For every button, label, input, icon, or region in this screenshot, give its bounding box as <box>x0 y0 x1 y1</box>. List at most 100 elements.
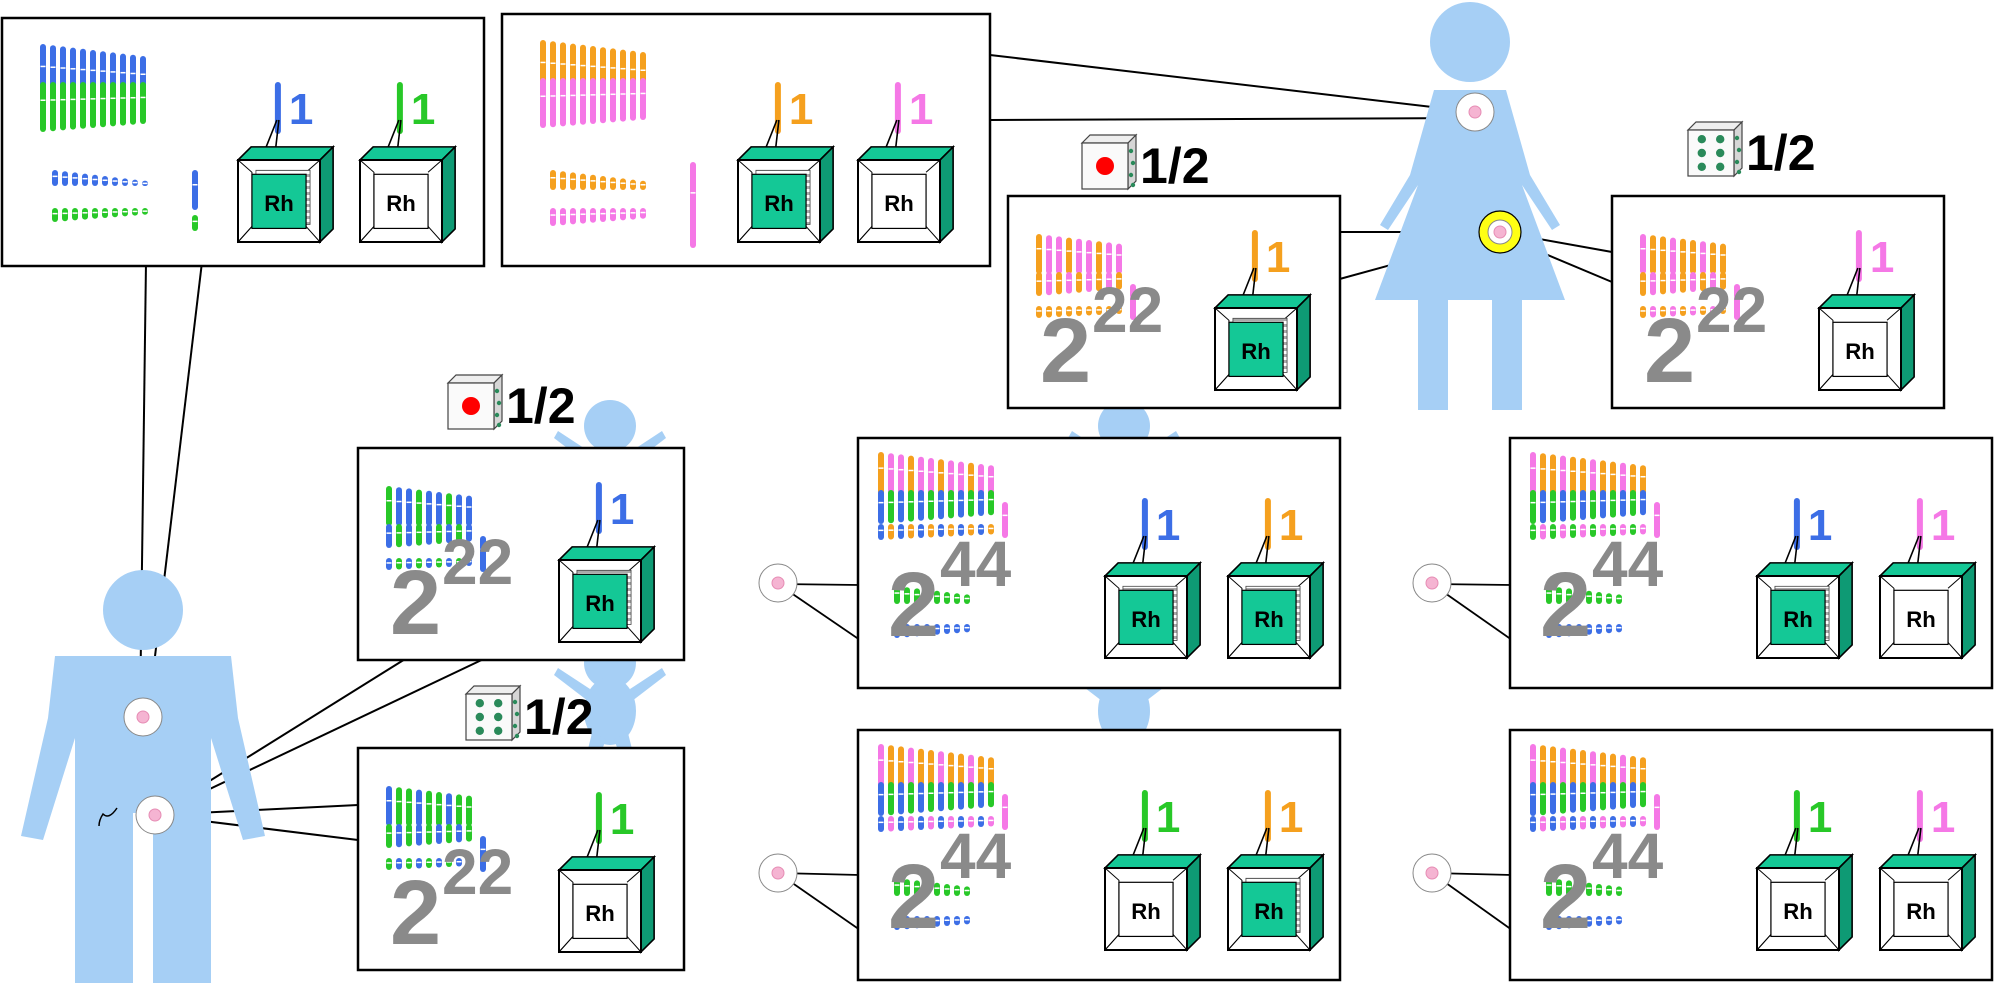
chromosome <box>1570 490 1576 521</box>
cube-inner-edge <box>1227 642 1243 659</box>
chromosome <box>968 782 974 809</box>
chromosome <box>1540 524 1546 540</box>
cube-top <box>1878 562 1978 577</box>
chromosome-centromere <box>466 860 472 863</box>
chromosome-centromere <box>988 819 994 822</box>
chromosome <box>456 824 462 843</box>
chromosome <box>1546 586 1552 604</box>
gene-block <box>1893 881 1949 938</box>
chromosome-centromere <box>110 71 116 73</box>
chromosome-count-exponent: 22 <box>442 526 513 598</box>
chromosome <box>416 524 422 546</box>
chromosome <box>908 747 914 788</box>
chromosome <box>904 624 910 638</box>
chromosome-centromere <box>918 528 924 531</box>
chromosome <box>1580 458 1586 496</box>
chromosome-centromere <box>878 793 884 796</box>
chromosome-centromere <box>1056 249 1062 252</box>
chromosome-centromere <box>1670 309 1676 312</box>
chromosome <box>1560 455 1566 496</box>
baby-arm-left <box>554 668 590 701</box>
chromosome-centromere <box>456 805 462 807</box>
chromosome-centromere <box>466 830 472 832</box>
chromosome <box>1600 816 1606 829</box>
chromosome-centromere <box>446 861 452 863</box>
chromosome-centromere <box>92 211 98 214</box>
die-pip <box>1130 182 1136 188</box>
gene-label: Rh <box>1241 339 1271 364</box>
chromosome-centromere <box>630 183 636 185</box>
chromosome-centromere <box>1590 792 1596 794</box>
child-2-cell <box>1412 563 1452 603</box>
chromosome <box>1036 234 1042 274</box>
chromosome-centromere <box>1066 309 1072 312</box>
chromosome-centromere <box>102 179 108 181</box>
chromosome-centromere <box>1640 498 1646 501</box>
chromosome <box>928 524 934 538</box>
chromosome-centromere <box>60 98 66 101</box>
chromosome-centromere <box>964 918 970 921</box>
gene-block <box>572 883 628 940</box>
chromosome-centromere <box>416 531 422 534</box>
chromosome-centromere <box>1590 472 1596 474</box>
gene-count: 1 <box>1931 501 1955 550</box>
chromosome-centromere <box>1566 628 1572 630</box>
chromosome-centromere <box>938 820 944 823</box>
chromosome-centromere <box>590 180 596 182</box>
chromosome-centromere <box>908 469 914 472</box>
die-pip <box>1130 160 1136 166</box>
chromosome <box>90 82 96 128</box>
chromosome-centromere <box>1556 593 1562 595</box>
chromosome-centromere <box>918 470 924 473</box>
chromosome-centromere <box>1670 250 1676 252</box>
chromosome <box>978 490 984 516</box>
cube-inner-edge <box>857 226 873 243</box>
chromosome-count-base: 2 <box>1540 554 1591 656</box>
chromosome <box>938 816 944 829</box>
gene-cube: Rh <box>1817 292 1917 392</box>
chromosome-centromere <box>1560 469 1566 472</box>
chromosome-centromere <box>1680 279 1686 281</box>
chromosome-centromere <box>958 791 964 794</box>
chromosome-centromere <box>958 499 964 502</box>
chromosome <box>1620 816 1626 828</box>
chromosome-centromere <box>1056 309 1062 312</box>
chromosome <box>1066 272 1072 294</box>
chromosome-centromere <box>1600 472 1606 475</box>
chromosome-centromere <box>928 792 934 794</box>
chromosome-centromere <box>1620 791 1626 793</box>
chromosome <box>908 455 914 496</box>
chromosome <box>1576 916 1582 928</box>
chromosome <box>1036 306 1042 318</box>
gene-label: Rh <box>264 191 294 216</box>
chromosome-centromere <box>1630 527 1636 530</box>
chromosome-centromere <box>1046 248 1052 251</box>
chromosome-centromere <box>978 475 984 477</box>
cube-inner-edge <box>1947 642 1963 659</box>
gene-label: Rh <box>884 191 914 216</box>
chromosome <box>968 524 974 536</box>
chromosome-centromere <box>1650 248 1656 251</box>
cube-top <box>856 146 956 161</box>
chromosome <box>898 746 904 788</box>
cube-inner-edge <box>359 226 375 243</box>
chromosome-centromere <box>1606 596 1612 599</box>
chromosome-centromere <box>1566 593 1572 596</box>
chromosome <box>386 786 392 826</box>
cube-inner-edge <box>1947 934 1963 951</box>
chromosome <box>1680 238 1686 274</box>
chromosome <box>1550 524 1556 539</box>
chromosome-centromere <box>1650 280 1656 282</box>
chromosome-centromere <box>1710 278 1716 280</box>
chromosome <box>948 816 954 829</box>
chromosome-centromere <box>918 762 924 765</box>
chromosome-centromere <box>938 472 944 474</box>
chromosome-centromere <box>1076 279 1082 281</box>
chromosome-centromere <box>1654 806 1660 809</box>
die-pip <box>475 712 484 722</box>
chromosome-centromere <box>92 178 98 181</box>
chromosome <box>988 490 994 516</box>
